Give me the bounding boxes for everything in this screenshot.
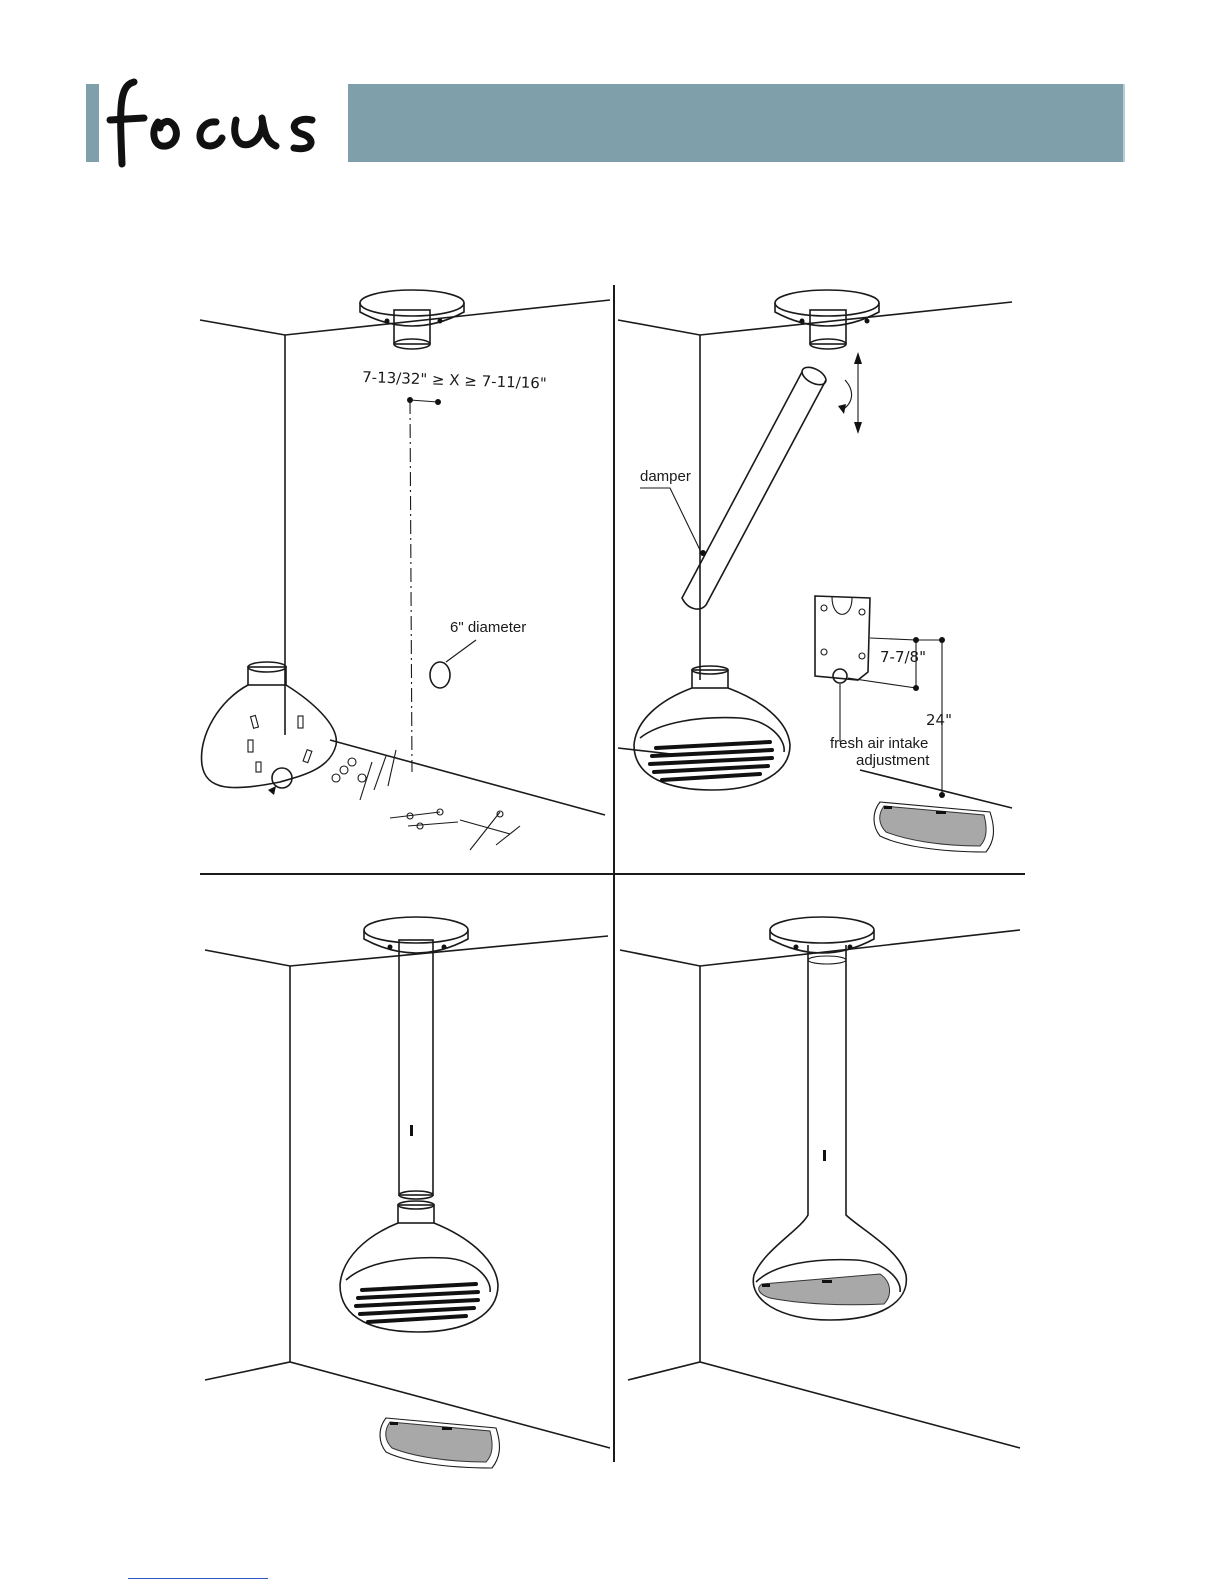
panel-top-left: 7-13/32" ≥ X ≥ 7-11/16" 6" diameter xyxy=(200,290,610,850)
plate-height-label: 24" xyxy=(926,711,952,729)
fireplace-body-uninstalled xyxy=(202,662,337,795)
mounting-plate xyxy=(815,596,870,683)
mounting-hardware xyxy=(332,750,520,850)
firebox-with-grate xyxy=(340,1201,498,1332)
floor-ash-tray xyxy=(874,802,993,852)
assembled-fireplace xyxy=(753,945,906,1320)
plate-width-label: 7-7/8" xyxy=(880,648,926,666)
damper-label: damper xyxy=(640,468,691,485)
air-intake-label: fresh air intake xyxy=(830,735,928,752)
dimension-range-label: 7-13/32" ≥ X ≥ 7-11/16" xyxy=(362,368,547,392)
pipe-diameter-label: 6" diameter xyxy=(450,619,526,636)
panel-bottom-left xyxy=(205,917,610,1468)
firebox-with-grate xyxy=(634,666,790,790)
air-intake-label-2: adjustment xyxy=(856,752,930,769)
panel-top-right: damper 7-7/8" 24" fresh air intake adjus… xyxy=(618,290,1012,852)
floor-ash-tray xyxy=(380,1418,499,1468)
ceiling-plate xyxy=(775,290,879,349)
flue-pipe-tilted xyxy=(682,364,829,609)
ceiling-plate xyxy=(360,290,464,349)
footer-link-underline xyxy=(128,1578,268,1579)
pipe-cross-section xyxy=(430,662,450,688)
ceiling-plate xyxy=(364,917,468,953)
panel-bottom-right xyxy=(620,917,1020,1448)
flue-pipe xyxy=(399,940,433,1195)
